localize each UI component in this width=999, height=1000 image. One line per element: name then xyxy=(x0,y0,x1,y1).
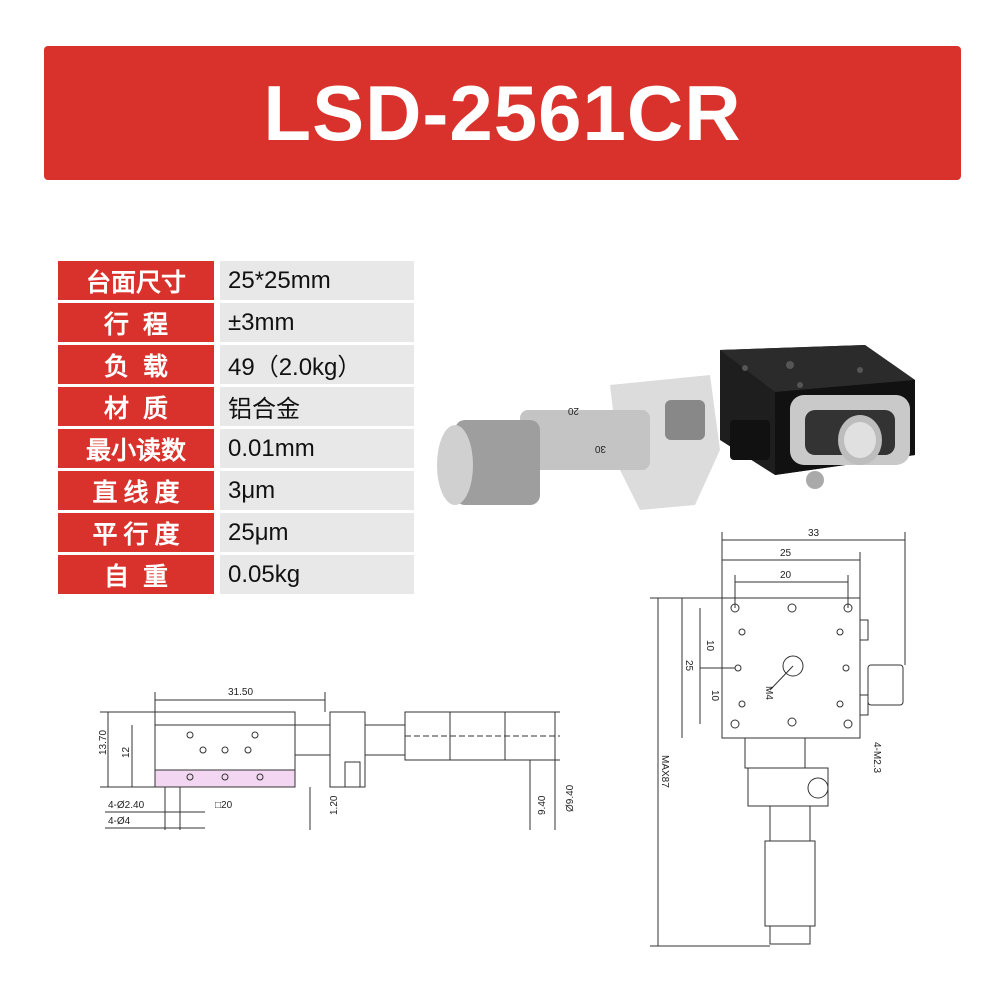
dim-thimble: Ø9.40 xyxy=(565,784,576,812)
dim-thread: M4 xyxy=(763,686,774,700)
dim-table: 25 xyxy=(780,548,792,559)
dim-overall: 33 xyxy=(808,528,820,539)
dim-square: □20 xyxy=(215,800,233,811)
spec-value: ±3mm xyxy=(220,303,414,342)
micrometer-bracket xyxy=(610,375,720,510)
spec-label: 自重 xyxy=(58,555,214,594)
micrometer-mark-20: 20 xyxy=(567,405,579,416)
spec-label: 行程 xyxy=(58,303,214,342)
spec-value: 25μm xyxy=(220,513,414,552)
spec-label: 材质 xyxy=(58,387,214,426)
spec-label: 负载 xyxy=(58,345,214,384)
spec-label: 台面尺寸 xyxy=(58,261,214,300)
micrometer-nut xyxy=(730,420,770,460)
spec-value: 0.05kg xyxy=(220,555,414,594)
spec-value: 25*25mm xyxy=(220,261,414,300)
stage-bracket-cutout xyxy=(805,410,895,455)
dim-height: 13.70 xyxy=(98,730,109,755)
micrometer-clamp xyxy=(665,400,705,440)
dim-mount-holes: 4-M2.3 xyxy=(871,742,882,774)
top-table xyxy=(721,597,861,739)
lock-knob xyxy=(838,415,882,465)
spec-label: 最小读数 xyxy=(58,429,214,468)
spec-value: 3μm xyxy=(220,471,414,510)
dim-offset: 1.20 xyxy=(329,795,340,815)
spec-row: 行程±3mm xyxy=(58,303,414,342)
dim-side-table: 25 xyxy=(683,660,694,672)
product-title: LSD-2561CR xyxy=(263,68,742,157)
spec-label: 平行度 xyxy=(58,513,214,552)
stage-body xyxy=(720,345,915,475)
dim-width: 31.50 xyxy=(228,687,253,698)
stage-hole xyxy=(786,361,794,369)
dim-spindle: 9.40 xyxy=(537,795,548,815)
micrometer-thimble xyxy=(455,420,540,505)
micrometer-sleeve xyxy=(520,410,650,470)
stage-bracket xyxy=(790,395,910,465)
stage-top xyxy=(720,345,915,392)
title-banner: LSD-2561CR xyxy=(44,46,961,180)
spec-value: 铝合金 xyxy=(220,387,414,426)
spec-label: 直线度 xyxy=(58,471,214,510)
dim-hole-pitch: 20 xyxy=(780,570,792,581)
dim-holes-large: 4-Ø4 xyxy=(108,816,131,827)
spec-row: 材质铝合金 xyxy=(58,387,414,426)
side-table xyxy=(154,724,296,771)
micrometer-end xyxy=(437,425,473,505)
dim-total-length: MAX87 xyxy=(659,755,670,788)
dim-pitch-b: 10 xyxy=(709,690,720,702)
dim-pitch-a: 10 xyxy=(704,640,715,652)
lock-screw xyxy=(806,471,824,489)
dim-inner-height: 12 xyxy=(121,746,132,758)
stage-hole xyxy=(857,367,863,373)
stage-side xyxy=(775,380,915,475)
stage-hole xyxy=(742,365,748,371)
spec-value: 0.01mm xyxy=(220,429,414,468)
side-body xyxy=(154,711,296,788)
micrometer-mark-30: 30 xyxy=(594,443,606,454)
stage-hole xyxy=(797,382,803,388)
spec-value: 49（2.0kg） xyxy=(220,345,414,384)
dim-holes-small: 4-Ø2.40 xyxy=(108,800,145,811)
